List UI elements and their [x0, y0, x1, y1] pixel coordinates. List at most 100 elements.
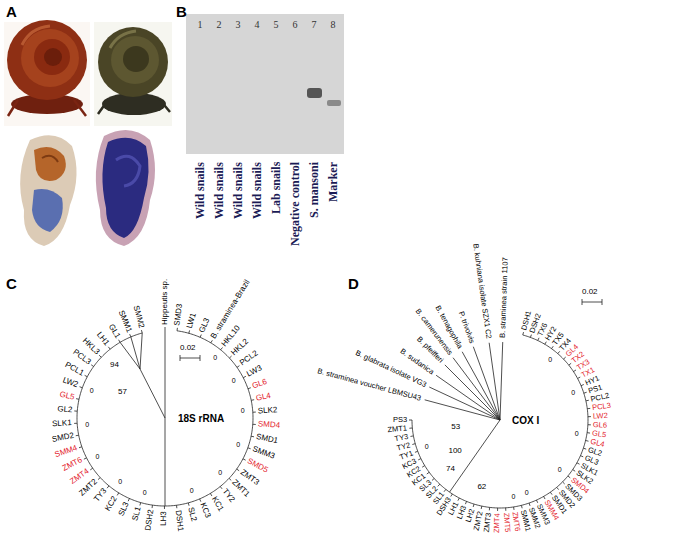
shell-whorl [44, 48, 62, 66]
tree-branch [536, 500, 537, 503]
tree-branch [444, 489, 446, 491]
tree-branch [237, 366, 239, 368]
lane-number: 1 [198, 19, 203, 30]
tree-branch [587, 408, 590, 409]
tree-branch [243, 376, 246, 377]
tree-branch [211, 340, 213, 343]
gel-band [327, 100, 341, 106]
tree-branch [529, 503, 531, 506]
tree-branch [577, 463, 580, 464]
tree-branch [80, 387, 83, 388]
scale-label: 0.02 [582, 288, 598, 297]
taxon-label: SL2 [185, 506, 197, 522]
tissue-line [116, 156, 140, 186]
tree-branch [243, 459, 246, 460]
tree-branch [538, 338, 539, 341]
tree-branch [253, 424, 256, 425]
lane-number: 8 [331, 19, 336, 30]
tree-branch [117, 493, 119, 496]
tree-branch [581, 385, 584, 386]
taxon-label: GL3 [198, 317, 212, 334]
tree-branch [544, 496, 545, 499]
tree-branch [584, 392, 587, 394]
snail-tentacle [98, 100, 170, 114]
tree-branch [200, 499, 201, 502]
tree-branch [180, 355, 181, 361]
tree-branch [602, 299, 603, 305]
tree-branch [462, 352, 500, 420]
taxon-label: GL4 [255, 392, 272, 404]
tissue [20, 135, 76, 246]
tree-branch [432, 478, 434, 480]
tree-branch [152, 505, 153, 508]
tree-branch [412, 335, 588, 508]
taxon-label: GL6 [251, 378, 268, 391]
tree-branch [473, 347, 500, 420]
shell-whorl [111, 36, 159, 84]
tree-branch [128, 498, 129, 501]
tree-branch [422, 466, 425, 468]
tree-branch [481, 506, 483, 509]
panel-letter: A [6, 4, 17, 21]
tree-branch [140, 369, 165, 418]
snail-shell [7, 20, 87, 100]
lane-number: 3 [236, 19, 241, 30]
tree-branch [578, 377, 581, 378]
tissue-stained [102, 138, 148, 238]
lane-number: 7 [312, 19, 317, 30]
tree-branch [120, 342, 140, 369]
bootstrap-value: 100 [448, 447, 461, 456]
bootstrap-value: 0 [548, 356, 552, 364]
tree-branch [74, 423, 77, 424]
tree-branch [165, 330, 166, 418]
taxon-label: SMD4 [257, 420, 280, 430]
bootstrap-value: 94 [110, 361, 119, 370]
tree-branch [573, 470, 575, 472]
gel [186, 14, 344, 154]
tree-branch [545, 342, 547, 345]
taxon-label: ZMT4 [493, 513, 502, 533]
tree-branch [409, 427, 412, 428]
taxon-label: LW3 [246, 364, 264, 379]
tree-branch [130, 334, 131, 337]
bootstrap-value: 0 [143, 489, 147, 497]
bootstrap-value: 0 [118, 478, 122, 486]
tree-branch [229, 478, 231, 480]
lane-label: Wild snails [251, 162, 264, 219]
lane-number: 2 [217, 19, 222, 30]
bootstrap-value: 57 [118, 388, 127, 397]
taxon-label: TY2 [220, 488, 236, 505]
shell-whorl [34, 39, 70, 75]
bootstrap-value: 0 [218, 469, 222, 477]
tree-branch [200, 335, 201, 338]
taxon-label: PS3 [393, 416, 407, 424]
tree-branch [451, 494, 453, 497]
tree-branch [176, 505, 177, 508]
bootstrap-value: 0 [571, 389, 575, 397]
tissue [96, 130, 155, 246]
tree-branch [180, 358, 200, 359]
tree-branch [108, 347, 110, 349]
lane-label: Wild snails [194, 162, 207, 219]
tree-branch [513, 507, 514, 510]
dissection-photo-right [96, 130, 155, 246]
bootstrap-value: 0 [190, 487, 194, 495]
tree-branch [473, 504, 475, 507]
bootstrap-value: 0 [525, 489, 529, 497]
tree-branch [76, 398, 79, 400]
lane-label: Marker [327, 162, 340, 202]
tree-branch [139, 503, 141, 506]
tree-title: COX I [512, 415, 539, 426]
taxon-label: ZMT3 [483, 512, 493, 532]
tree-branch [74, 410, 77, 411]
tree-branch [563, 482, 565, 484]
tree-branch [76, 435, 79, 437]
tree-branch [131, 337, 140, 369]
tree-branch [418, 459, 421, 460]
panel-letter: D [348, 276, 359, 293]
tree-branch [90, 468, 92, 470]
taxon-label: B. kuhniana isolate SZX1 C2 [471, 243, 493, 339]
tree-branch [188, 330, 190, 333]
snail-photo-olive [94, 22, 172, 126]
